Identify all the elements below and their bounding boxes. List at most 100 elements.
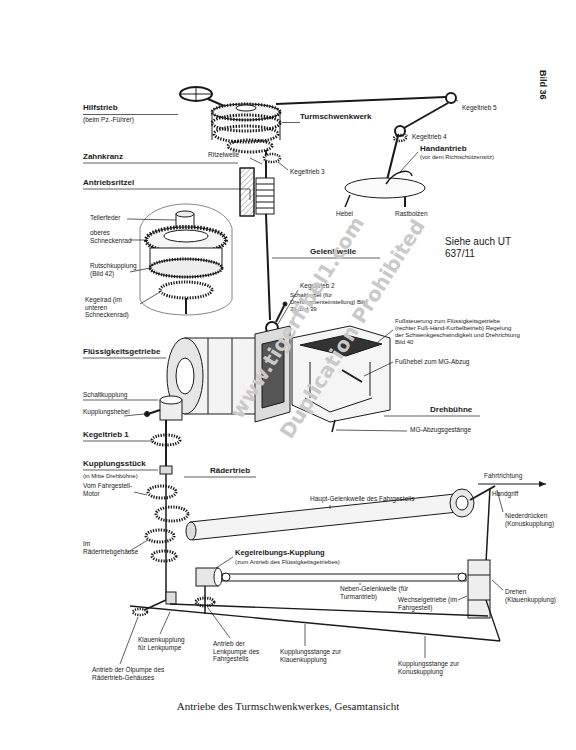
drawing-stroke	[446, 93, 456, 103]
reference-note: Siehe auch UT 637/11	[445, 236, 535, 260]
drawing-stroke	[127, 219, 176, 220]
drawing-stroke	[83, 441, 152, 442]
drawing-stroke	[160, 612, 170, 634]
drawing-stroke	[305, 624, 306, 646]
part-label: Flüssigkeitsgetriebe	[83, 347, 160, 356]
part-label: Drehen (Klauenkupplung)	[505, 588, 563, 603]
drawing-stroke	[250, 158, 262, 164]
part-label: Kegeltrieb 3	[290, 168, 325, 176]
drawing-stroke	[222, 573, 230, 581]
part-label: Kupplungshebel	[83, 408, 123, 416]
part-label: Kegeltrieb 5	[462, 104, 497, 112]
drawing-stroke	[124, 414, 144, 416]
gearbox	[468, 560, 490, 618]
drawing-stroke	[450, 489, 474, 517]
drawing-stroke	[332, 420, 335, 432]
part-label: Handgriff	[492, 490, 518, 498]
drawing-stroke	[256, 208, 274, 209]
drawing-stroke	[468, 560, 490, 618]
drawing-stroke	[83, 114, 178, 115]
part-label: Kegeltrieb 4	[412, 133, 447, 141]
drawing-stroke	[120, 617, 138, 664]
drawing-stroke	[256, 184, 274, 185]
drawing-stroke	[140, 204, 232, 315]
drawing-stroke	[208, 338, 209, 414]
drawing-stroke	[150, 259, 222, 277]
drawing-stroke	[456, 496, 468, 510]
drawing-stroke	[176, 211, 194, 217]
drawing-stroke	[378, 330, 393, 342]
part-label: Klauenkupplung für Lenkpumpe	[138, 636, 190, 651]
drawing-stroke	[360, 583, 361, 585]
drawing-stroke	[83, 189, 250, 200]
part-label: Antrieb der Lenkpumpe des Fahrgestells	[213, 640, 271, 663]
drawing-stroke	[400, 152, 418, 172]
part-label: Rädertrieb	[210, 466, 250, 475]
drawing-stroke	[216, 557, 233, 568]
part-label: Schaltkupplung	[83, 391, 127, 399]
drawing-stroke	[196, 87, 197, 101]
drawing-stroke	[140, 292, 160, 304]
part-label: oberes Schneckenrad	[90, 229, 128, 244]
drawing-stroke	[404, 197, 406, 207]
drawing-stroke	[164, 230, 208, 242]
main-propeller-shaft	[186, 486, 495, 600]
drawing-stroke	[280, 112, 281, 140]
drawing-stroke	[83, 358, 166, 359]
drawing-stroke	[345, 195, 350, 207]
drawing-stroke	[186, 522, 196, 540]
drawing-stroke	[83, 470, 158, 471]
drawing-stroke	[404, 103, 448, 128]
part-label: Antriebsritzel	[83, 178, 134, 187]
drawing-stroke	[180, 87, 212, 101]
drawing-stroke	[470, 486, 495, 500]
drawing-stroke	[266, 214, 270, 320]
side-shaft	[196, 568, 466, 586]
part-label: Antrieb der Ölpumpe des Rädertrieb-Gehäu…	[92, 666, 180, 681]
drawing-stroke	[330, 505, 331, 509]
drawing-stroke	[165, 474, 167, 600]
drawing-stroke	[345, 178, 425, 198]
drawing-stroke	[208, 608, 230, 638]
drawing-stroke	[160, 396, 182, 404]
part-label: Haupt-Gelenkwelle des Fahrgestells	[310, 495, 414, 503]
drawing-stroke	[486, 600, 500, 641]
drawing-stroke	[130, 268, 150, 272]
drawing-stroke	[256, 178, 274, 214]
part-label: Drehbühne	[430, 405, 472, 414]
drawing-stroke	[83, 400, 158, 401]
drawing-stroke	[204, 586, 206, 614]
drawing-stroke	[83, 163, 238, 164]
part-label: (vor dem Richtschützensitz)	[420, 154, 494, 161]
ring-gear-and-pinion	[240, 150, 280, 320]
part-label: Tellerfeder	[90, 214, 120, 222]
slip-clutch-detail	[140, 204, 232, 315]
part-label: Fußsteuerung zum Flüssigkeitsgetriebe (r…	[395, 318, 520, 346]
part-label: Kupplungsstange zur Klauenkupplung	[280, 648, 354, 663]
drawing-stroke	[455, 100, 458, 101]
figure-caption: Antriebe des Turmschwenkwerkes, Gesamtan…	[0, 700, 576, 712]
drawing-stroke	[370, 362, 371, 396]
part-label: Kegelreibungs-Kupplung	[235, 549, 325, 558]
part-label: Zahnkranz	[83, 152, 123, 161]
drawing-stroke	[386, 171, 412, 184]
drawing-stroke	[145, 412, 150, 417]
part-label: Niederdrücken (Konuskupplung)	[505, 512, 563, 527]
part-label: Fahrtrichtung	[484, 472, 522, 480]
part-label: Fußhebel zum MG-Abzug	[395, 358, 469, 366]
drawing-stroke	[278, 162, 288, 170]
drawing-stroke	[214, 126, 278, 142]
drawing-stroke	[156, 507, 188, 521]
drawing-stroke	[160, 466, 172, 474]
direction-arrow	[478, 484, 546, 485]
part-label: Turmschwenkwerk	[300, 112, 371, 121]
drawing-stroke	[276, 97, 446, 104]
drawing-stroke	[166, 592, 176, 604]
part-label: Kupplungsstück	[83, 459, 146, 468]
leader-lines	[83, 100, 503, 664]
drawing-stroke	[425, 636, 426, 658]
part-label: (beim Pz.-Führer)	[83, 116, 134, 124]
part-label: Handantrieb	[420, 144, 467, 153]
